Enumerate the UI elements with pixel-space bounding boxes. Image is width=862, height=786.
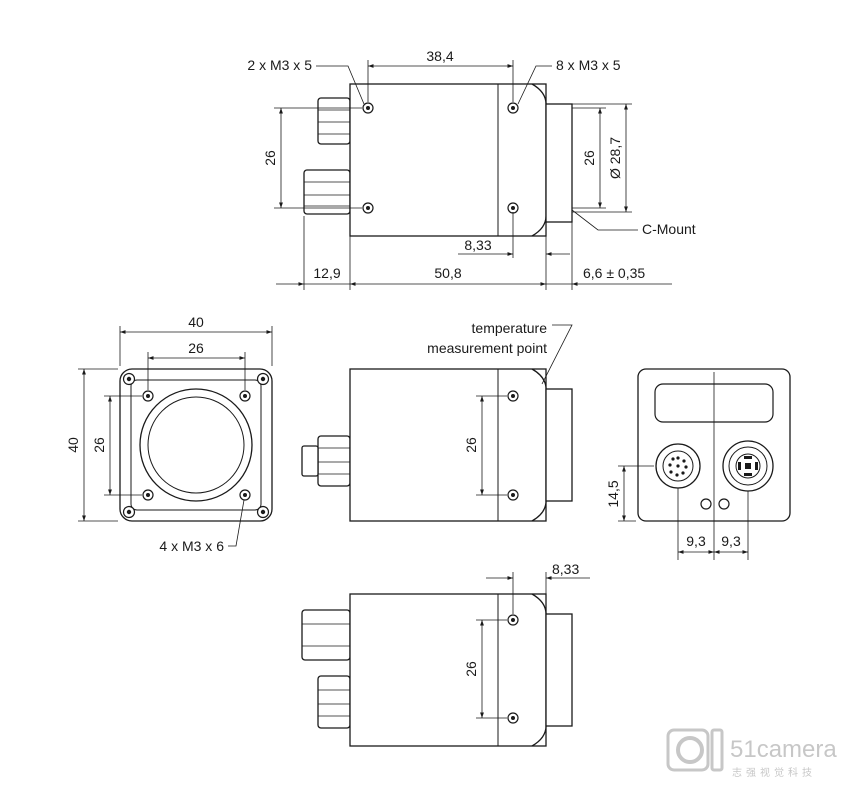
- top-front-flange: [531, 83, 547, 237]
- dim-50-8: 50,8: [434, 265, 461, 281]
- dim-9-3-right: 9,3: [721, 533, 741, 549]
- bottom-connector-lower: [317, 675, 351, 729]
- label-temperature: temperature: [472, 320, 548, 336]
- bottom-connector-upper: [301, 609, 351, 661]
- dim-6-6: 6,6 ± 0,35: [583, 265, 645, 281]
- dim-14-5: 14,5: [605, 480, 621, 507]
- side-holes: [507, 390, 519, 501]
- label-c-mount: C-Mount: [642, 221, 696, 237]
- dim-38-4: 38,4: [426, 48, 453, 64]
- dim-26-side: 26: [463, 437, 479, 453]
- dim-40-width: 40: [188, 314, 204, 330]
- dim-9-3-left: 9,3: [686, 533, 706, 549]
- bottom-holes: [507, 614, 519, 724]
- top-holes: [362, 102, 519, 214]
- top-view: 38,4 2 x M3 x 5 8 x M3 x 5 26 26 Ø 28,7 …: [247, 48, 696, 290]
- watermark-brand: 51camera: [730, 736, 837, 763]
- dim-26-height: 26: [91, 437, 107, 453]
- dim-26-top-right: 26: [581, 150, 597, 166]
- label-2x-m3x5: 2 x M3 x 5: [247, 57, 312, 73]
- dim-26-width: 26: [188, 340, 204, 356]
- dim-8-33-top: 8,33: [464, 237, 491, 253]
- label-measurement-point: measurement point: [427, 340, 547, 356]
- top-lens-mount: [545, 103, 573, 223]
- dim-8-33-bottom: 8,33: [552, 561, 579, 577]
- watermark-subtitle: 志强视觉科技: [732, 766, 816, 779]
- dim-diameter-28-7: Ø 28,7: [607, 137, 623, 179]
- label-8x-m3x5: 8 x M3 x 5: [556, 57, 621, 73]
- side-lens-mount: [545, 388, 573, 502]
- front-view: 40 26 40 26 4 x M3 x 6: [65, 314, 273, 554]
- dim-12-9: 12,9: [313, 265, 340, 281]
- label-4x-m3x6: 4 x M3 x 6: [159, 538, 224, 554]
- dim-40-height: 40: [65, 437, 81, 453]
- dim-26-bottom: 26: [463, 661, 479, 677]
- camera-logo-icon: [666, 728, 724, 772]
- bottom-lens-mount: [545, 613, 573, 727]
- side-connector: [317, 435, 351, 487]
- top-connectors: [303, 97, 351, 215]
- rear-view: 14,5 9,3 9,3: [605, 368, 791, 560]
- dim-26-top-left: 26: [262, 150, 278, 166]
- front-lens-ring: [139, 388, 253, 502]
- front-holes: [122, 372, 270, 519]
- bottom-view: 26 8,33: [301, 561, 590, 747]
- watermark-logo: 51camera 志强视觉科技: [666, 728, 837, 779]
- side-view: 26 temperature measurement point: [301, 320, 573, 522]
